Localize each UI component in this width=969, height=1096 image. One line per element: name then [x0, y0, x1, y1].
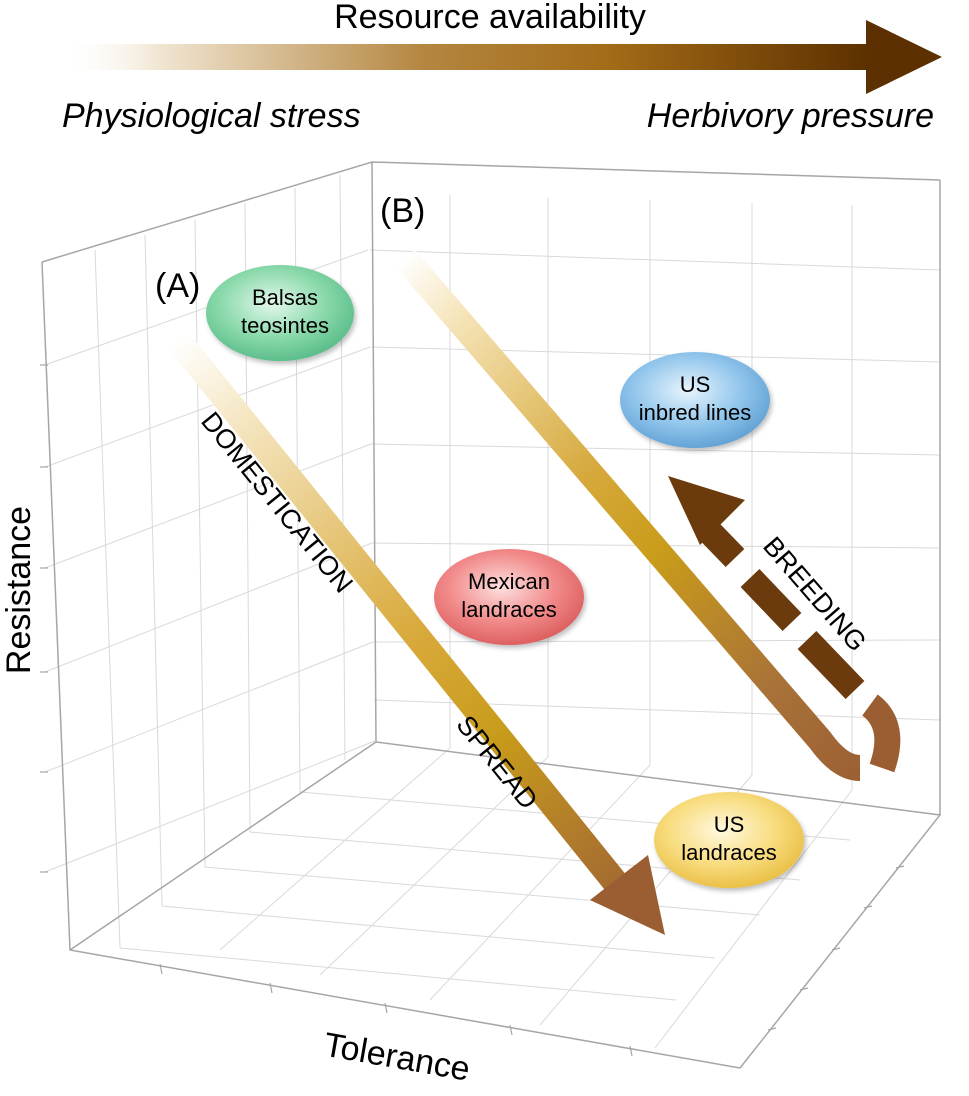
us-landraces-line1: US [714, 812, 745, 837]
balsas-line1: Balsas [252, 285, 318, 310]
domestication-label: DOMESTICATION [195, 406, 359, 598]
domestication-spread-arrow [167, 331, 665, 935]
us-inbred-line1: US [680, 372, 711, 397]
tolerance-axis-label: Tolerance [321, 1026, 473, 1089]
breeding-arrow [668, 476, 901, 773]
panel-a-label: (A) [155, 267, 200, 305]
balsas-line2: teosintes [241, 313, 329, 338]
physiological-stress-label: Physiological stress [62, 97, 361, 135]
balsas-teosintes-bubble: Balsas teosintes [206, 265, 354, 361]
panel-b-label: (B) [380, 192, 425, 230]
mexican-line2: landraces [461, 597, 556, 622]
us-inbred-line2: inbred lines [639, 400, 752, 425]
resource-availability-label: Resource availability [334, 0, 646, 36]
herbivory-pressure-label: Herbivory pressure [647, 97, 934, 135]
resource-gradient-arrow [60, 20, 942, 94]
us-inbred-lines-bubble: US inbred lines [620, 352, 770, 448]
resistance-axis-label: Resistance [0, 506, 38, 674]
box-frame [40, 161, 942, 1069]
path-b-arrow [395, 249, 862, 781]
us-landraces-line2: landraces [681, 840, 776, 865]
mexican-landraces-bubble: Mexican landraces [434, 549, 584, 645]
mexican-line1: Mexican [468, 569, 550, 594]
us-landraces-bubble: US landraces [654, 792, 804, 888]
